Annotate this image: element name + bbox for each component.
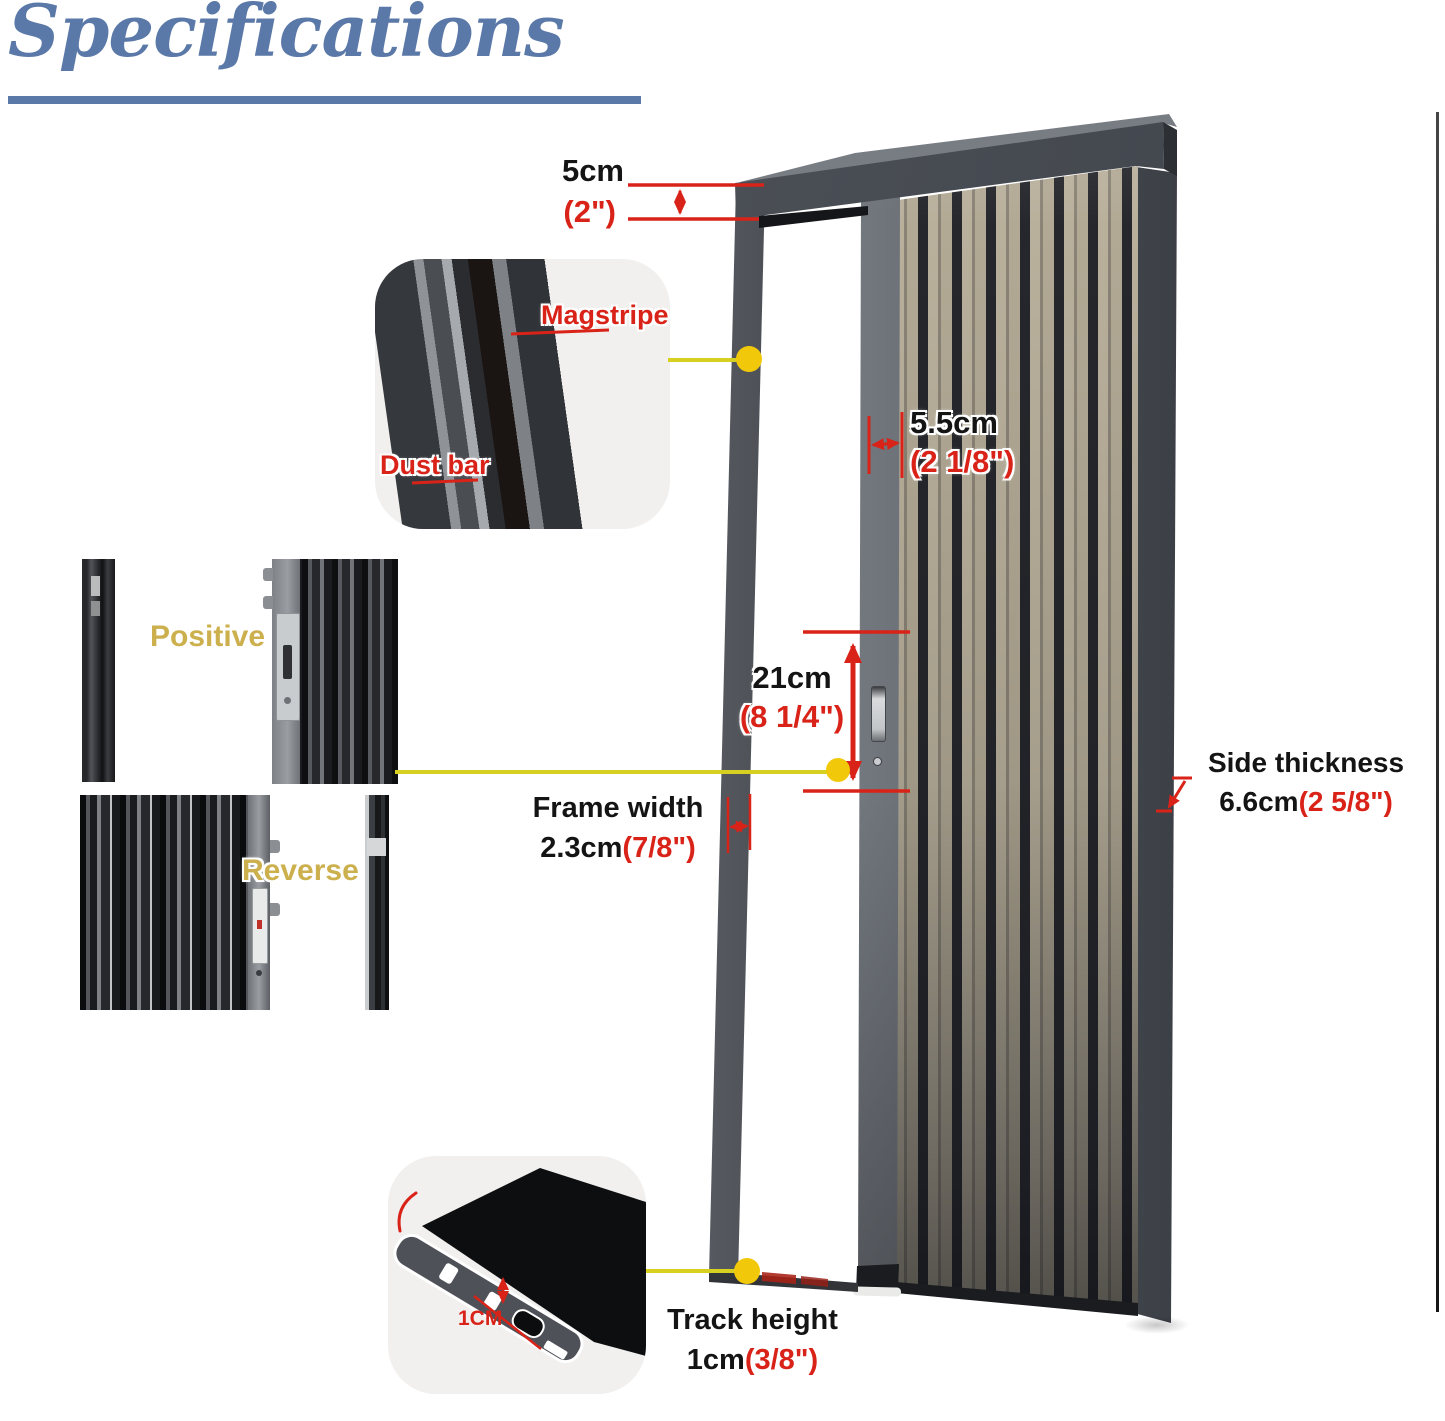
anti-pry-hook (263, 596, 273, 609)
reverse-profile-strip (365, 795, 389, 1010)
side-thickness-label: Side thickness (1207, 747, 1405, 778)
lock-connector-dot (826, 758, 850, 782)
track-1cm-label: 1CM (458, 1307, 503, 1330)
side-thickness-imperial: (2 5/8") (1298, 786, 1393, 817)
track-height-imperial: (3/8") (744, 1344, 819, 1377)
dim-panel-depth: 5.5cm (2 1/8") (910, 404, 1014, 482)
reverse-pleats-photo (80, 795, 270, 1010)
stile-glide (852, 1286, 902, 1297)
track-channel (438, 1262, 460, 1285)
side-profile-line (1436, 112, 1439, 1312)
lock-keyhole (873, 757, 882, 766)
dim-track-height: Track height 1cm(3/8") (640, 1302, 865, 1379)
positive-profile-strip (82, 559, 115, 782)
track-cross-section-inset (388, 1156, 646, 1394)
page-title: Specifications (8, 0, 565, 73)
anti-pry-hook (263, 568, 273, 581)
track-foot (542, 1339, 569, 1360)
track-rubber-seal (507, 1305, 549, 1342)
track-height-metric: 1cm (686, 1344, 745, 1377)
frame-width-label: Frame width (532, 792, 704, 824)
dim-panel-depth-imperial: (2 1/8") (910, 443, 1015, 479)
positive-label: Positive (150, 620, 266, 653)
strike-slot (91, 601, 100, 616)
lock-screw (284, 697, 291, 704)
dim-top-frame-imperial: (2") (563, 193, 616, 229)
dust-bar-label: Dust bar (380, 450, 490, 480)
anti-pry-hook (270, 903, 280, 916)
strike-slot (91, 576, 100, 596)
dim-top-frame-metric: 5cm (561, 153, 624, 188)
latch-screw (256, 970, 262, 976)
dim-panel-depth-metric: 5.5cm (910, 405, 998, 440)
reverse-label: Reverse (242, 854, 359, 887)
frame-width-imperial: (7/8") (622, 832, 696, 865)
magstripe-label: Magstripe (541, 300, 669, 330)
dim-handle-height-metric: 21cm (752, 660, 832, 695)
anti-pry-hook (270, 840, 280, 853)
dim-frame-width: Frame width 2.3cm(7/8") (508, 790, 728, 867)
floor-shadow (1124, 1316, 1190, 1334)
latch-indicator (257, 920, 262, 929)
side-thickness-metric: 6.6cm (1219, 786, 1299, 817)
frame-width-metric: 2.3cm (540, 832, 623, 865)
dim-handle-height-imperial: (8 1/4") (739, 698, 845, 734)
track-height-label: Track height (667, 1304, 838, 1336)
title-underline (8, 96, 641, 104)
dim-side-thickness: Side thickness 6.6cm(2 5/8") (1186, 745, 1426, 819)
latch-screw (256, 874, 262, 880)
recessed-handle (871, 686, 886, 742)
strip-plate (367, 838, 386, 856)
lock-bolt-slot (283, 645, 292, 679)
dim-handle-height: 21cm (8 1/4") (732, 659, 852, 737)
dim-top-frame-height: 5cm (2") (520, 152, 624, 232)
